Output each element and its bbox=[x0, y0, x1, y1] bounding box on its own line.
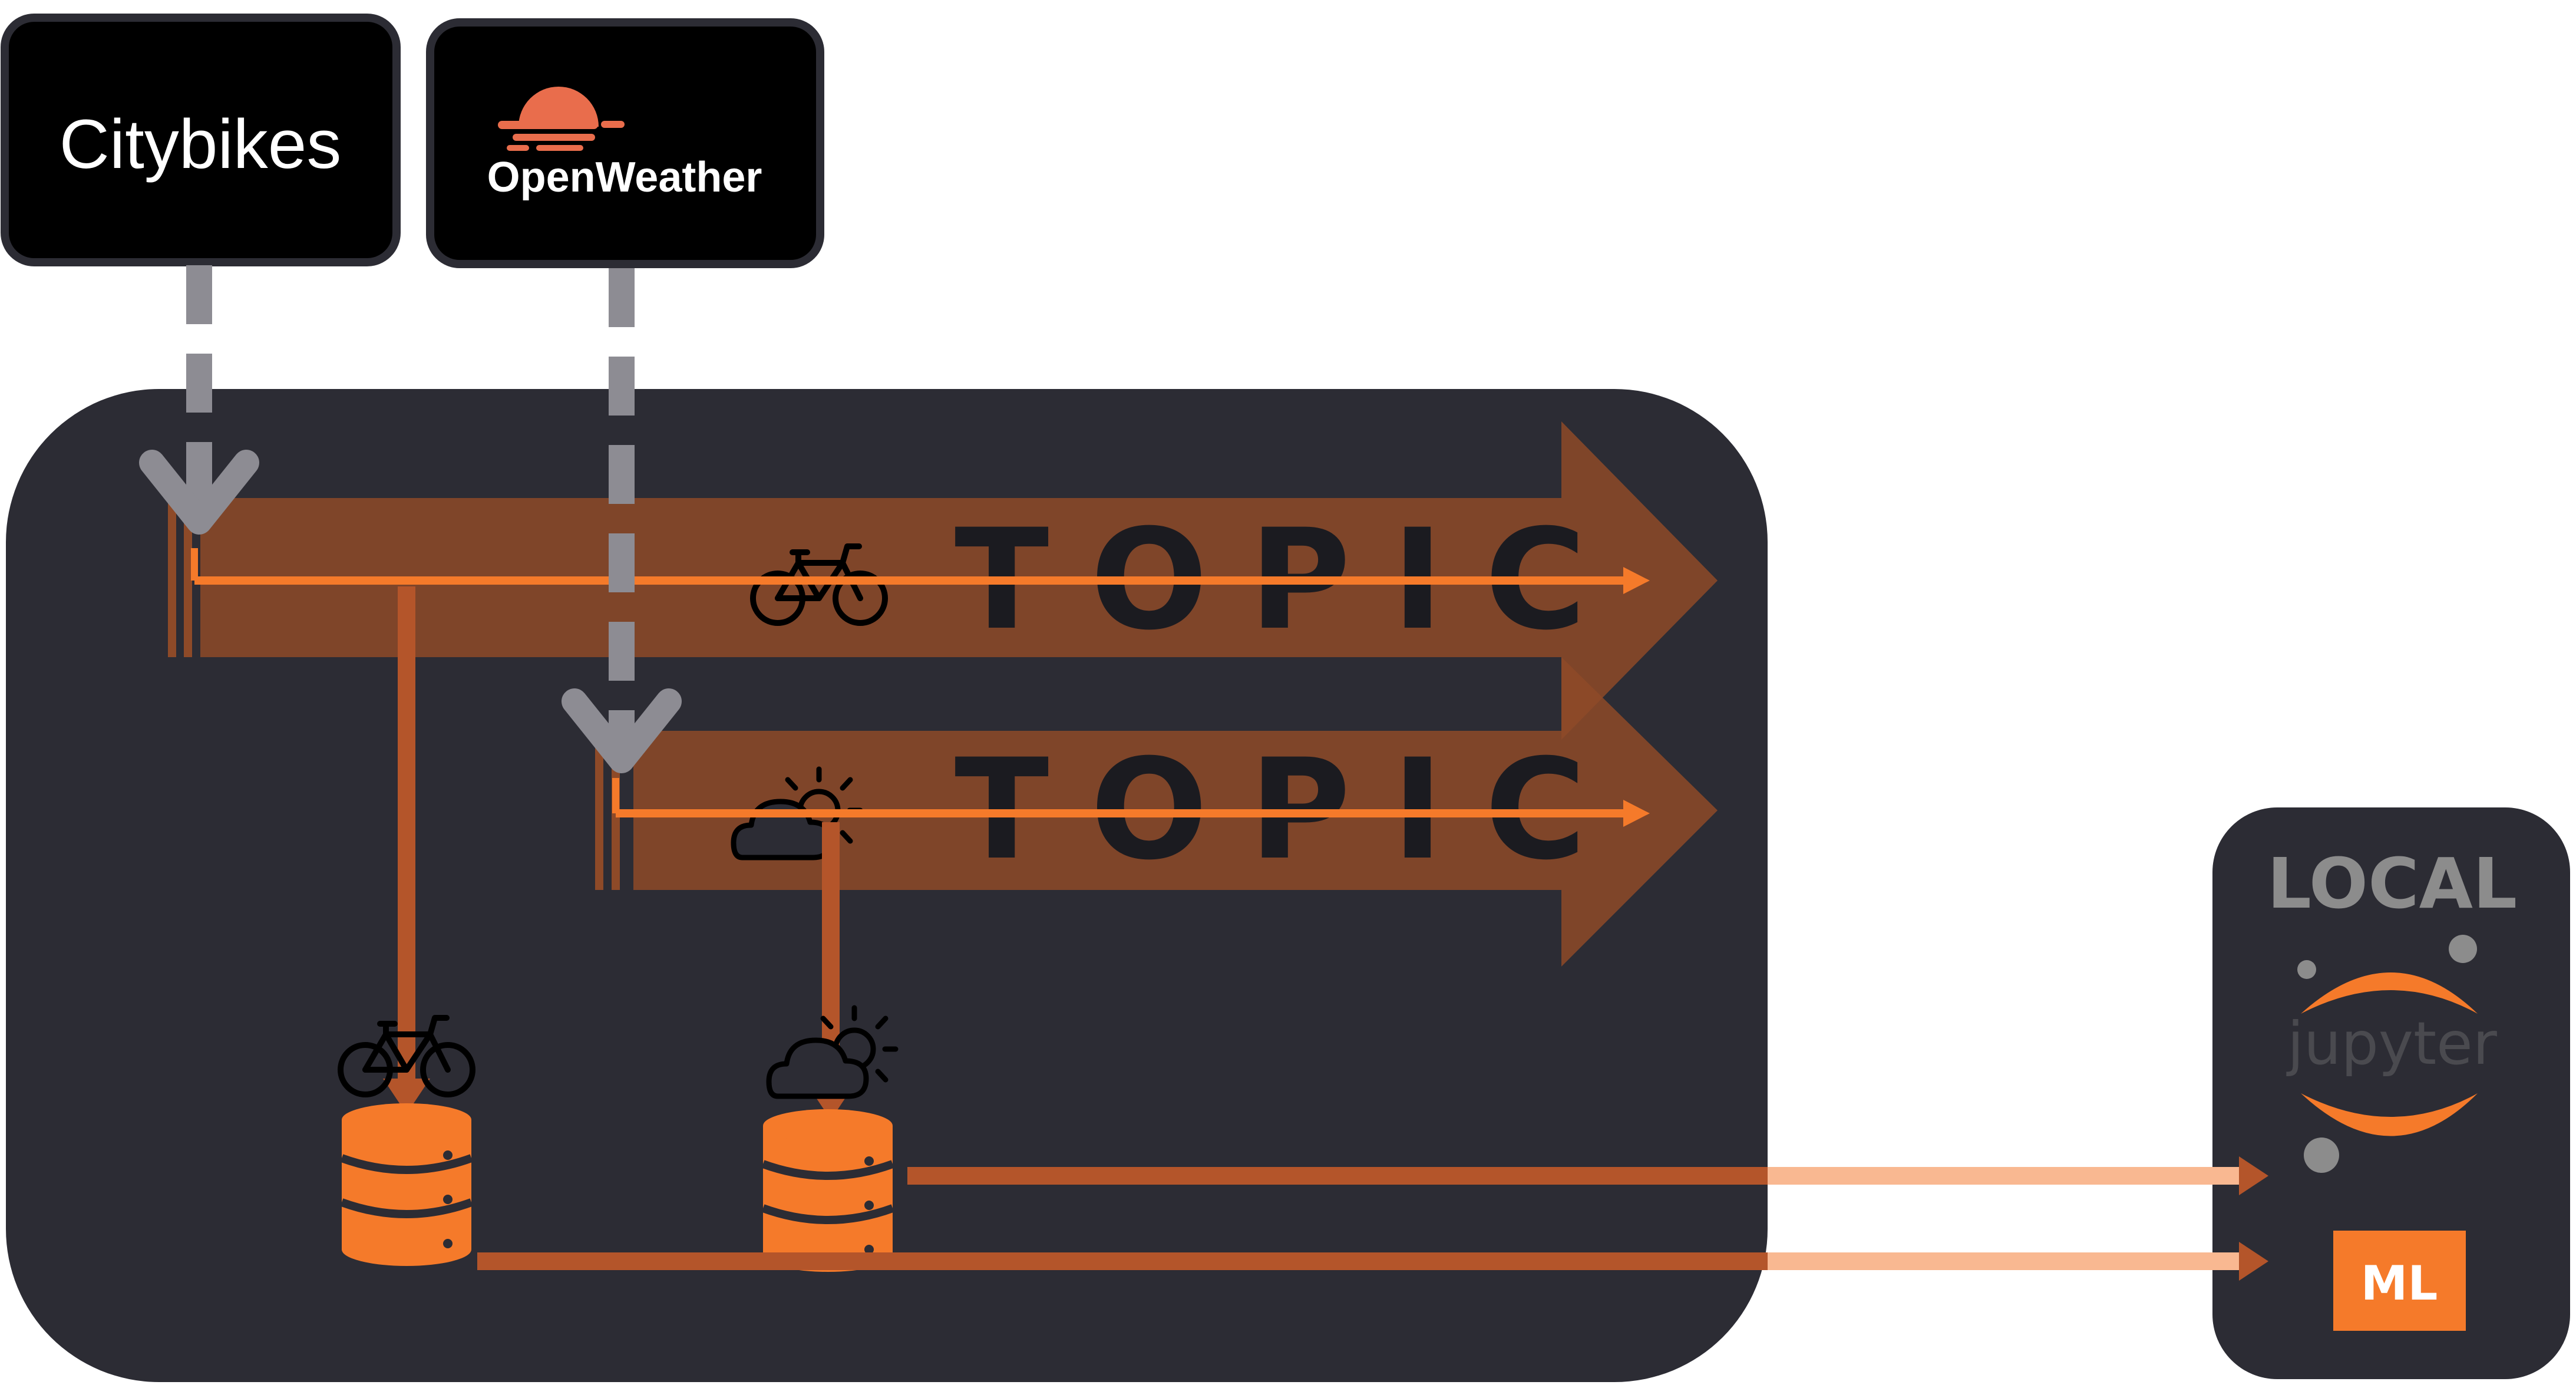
topic-bikes-partitions bbox=[168, 498, 192, 657]
weather-to-jupyter-flow bbox=[907, 1156, 2268, 1195]
openweather-source: OpenWeather bbox=[426, 18, 824, 268]
citybikes-label: Citybikes bbox=[60, 105, 342, 183]
weather-stream-line bbox=[616, 800, 1650, 827]
bikes-stream-line bbox=[194, 567, 1650, 594]
bikes-to-ml-flow bbox=[477, 1242, 2268, 1281]
openweather-ingest-arrow bbox=[562, 268, 682, 773]
ml-box: ML bbox=[2333, 1231, 2466, 1331]
openweather-sun-logo bbox=[498, 87, 625, 151]
storage-bikes-database-icon bbox=[342, 1103, 471, 1266]
citybikes-ingest-arrow bbox=[139, 265, 259, 535]
local-title: LOCAL bbox=[2267, 843, 2517, 924]
storage-weather-database-icon bbox=[763, 1109, 893, 1272]
ml-label: ML bbox=[2361, 1256, 2438, 1311]
jupyter-logo: jupyter bbox=[2286, 935, 2498, 1173]
bikes-to-storage-flow bbox=[383, 586, 430, 1114]
citybikes-source: Citybikes bbox=[1, 14, 401, 266]
local-panel bbox=[2212, 807, 2570, 1379]
jupyter-label: jupyter bbox=[2286, 1009, 2498, 1078]
openweather-label: OpenWeather bbox=[487, 154, 762, 201]
